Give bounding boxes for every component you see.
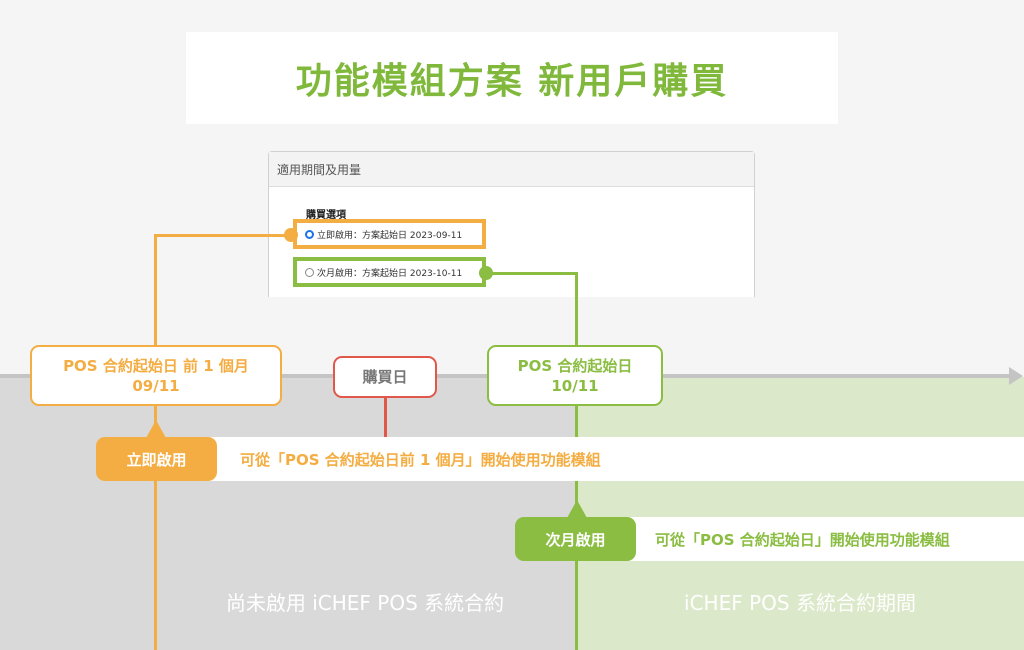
- marker-label: POS 合約起始日: [517, 356, 633, 375]
- option-immediate[interactable]: 立即啟用：方案起始日 2023-09-11: [293, 219, 486, 249]
- zone-during: [576, 377, 1024, 650]
- radio-unselected[interactable]: [305, 267, 314, 277]
- marker-date: 10/11: [551, 376, 599, 395]
- dot-icon: [479, 266, 493, 280]
- immediate-band: 可從「POS 合約起始日前 1 個月」開始使用功能模組: [190, 437, 1024, 481]
- zone-before-label: 尚未啟用 iCHEF POS 系統合約: [225, 591, 505, 615]
- connector-orange: [154, 234, 290, 237]
- page-title: 功能模組方案 新用戶購買: [186, 32, 838, 124]
- marker-label: POS 合約起始日 前 1 個月: [63, 356, 249, 375]
- triangle-icon: [567, 500, 587, 518]
- zone-before: [0, 377, 576, 650]
- immediate-pill: 立即啟用: [96, 437, 217, 481]
- next-month-band: 可從「POS 合約起始日」開始使用功能模組: [600, 517, 1024, 561]
- triangle-icon: [146, 420, 166, 438]
- next-month-desc: 可從「POS 合約起始日」開始使用功能模組: [655, 530, 950, 549]
- radio-selected[interactable]: [305, 229, 314, 239]
- connector-green: [486, 272, 577, 275]
- arrow-right-icon: [1009, 367, 1023, 385]
- option-label: 次月啟用：方案起始日 2023-10-11: [317, 268, 463, 279]
- dot-icon: [284, 228, 298, 242]
- marker-purchase: 購買日: [333, 356, 437, 398]
- purchase-options-label: 購買選項: [306, 210, 346, 221]
- marker-label: 購買日: [362, 368, 408, 386]
- immediate-desc: 可從「POS 合約起始日前 1 個月」開始使用功能模組: [240, 450, 601, 469]
- option-next-month[interactable]: 次月啟用：方案起始日 2023-10-11: [293, 257, 486, 287]
- card-header: 適用期間及用量: [269, 152, 754, 187]
- next-month-pill: 次月啟用: [515, 517, 636, 561]
- option-label: 立即啟用：方案起始日 2023-09-11: [317, 230, 463, 241]
- connector-red: [384, 396, 387, 438]
- marker-date: 09/11: [132, 376, 180, 395]
- zone-during-label: iCHEF POS 系統合約期間: [684, 591, 916, 615]
